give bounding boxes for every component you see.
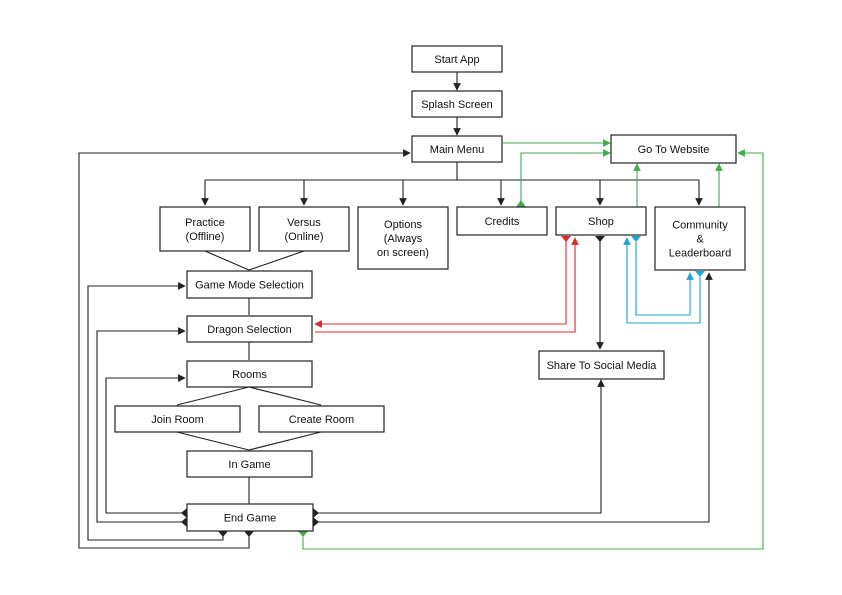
node-label: Game Mode Selection [195,280,304,292]
website-lines [302,139,764,550]
node-box [610,134,737,164]
node-label: Main Menu [430,144,484,156]
community-lines [623,237,701,324]
node-credits: Credits [456,206,548,236]
node-label: Share To Social Media [547,360,658,372]
node-box [456,206,548,236]
node-rooms: Rooms [186,360,313,388]
node-start-app: Start App [411,45,503,73]
node-label: Start App [434,54,479,66]
flow-tips [181,236,605,537]
node-box [411,90,503,118]
node-label: Go To Website [638,144,710,156]
node-label: & [696,234,704,246]
node-versus: Versus (Online) [258,206,350,252]
node-label: Dragon Selection [207,324,291,336]
node-box [159,206,251,252]
node-label: (Offline) [186,231,225,243]
node-create-room: Create Room [258,405,385,433]
node-end-game: End Game [186,503,314,532]
node-label: (Online) [284,231,323,243]
node-label: Splash Screen [421,99,493,111]
node-share-to-social-media: Share To Social Media [538,350,665,380]
node-label: Practice [185,217,225,229]
node-box [186,315,313,343]
node-label: Shop [588,216,614,228]
node-label: (Always [384,233,423,245]
node-box [411,135,503,163]
node-shop: Shop [555,206,647,236]
node-game-mode-selection: Game Mode Selection [186,270,313,299]
node-box [186,270,313,299]
node-box [258,206,350,252]
node-label: Rooms [232,369,267,381]
shop-tip [561,236,571,242]
node-box [654,206,746,271]
node-label: Versus [287,217,321,229]
node-box [357,206,449,270]
node-join-room: Join Room [114,405,241,433]
node-box [114,405,241,433]
node-practice: Practice (Offline) [159,206,251,252]
node-box [186,360,313,388]
node-label: Options [384,219,422,231]
shop-lines [314,236,579,333]
node-box [555,206,647,236]
node-label: Credits [485,216,520,228]
node-options: Options (Always on screen) [357,206,449,270]
node-community: Community & Leaderboard [654,206,746,271]
node-main-menu: Main Menu [411,135,503,163]
website-tips [298,200,526,537]
node-in-game: In Game [186,450,313,478]
node-box [258,405,385,433]
node-go-to-website: Go To Website [610,134,737,164]
node-splash-screen: Splash Screen [411,90,503,118]
node-label: In Game [228,459,270,471]
node-box [411,45,503,73]
node-label: Create Room [289,414,354,426]
node-label: on screen) [377,247,429,259]
node-label: Community [672,220,728,232]
node-label: Leaderboard [669,248,731,260]
node-dragon-selection: Dragon Selection [186,315,313,343]
node-box [186,503,314,532]
node-label: Join Room [151,414,204,426]
node-box [538,350,665,380]
community-tips [631,236,705,277]
node-label: End Game [224,513,277,525]
node-box [186,450,313,478]
